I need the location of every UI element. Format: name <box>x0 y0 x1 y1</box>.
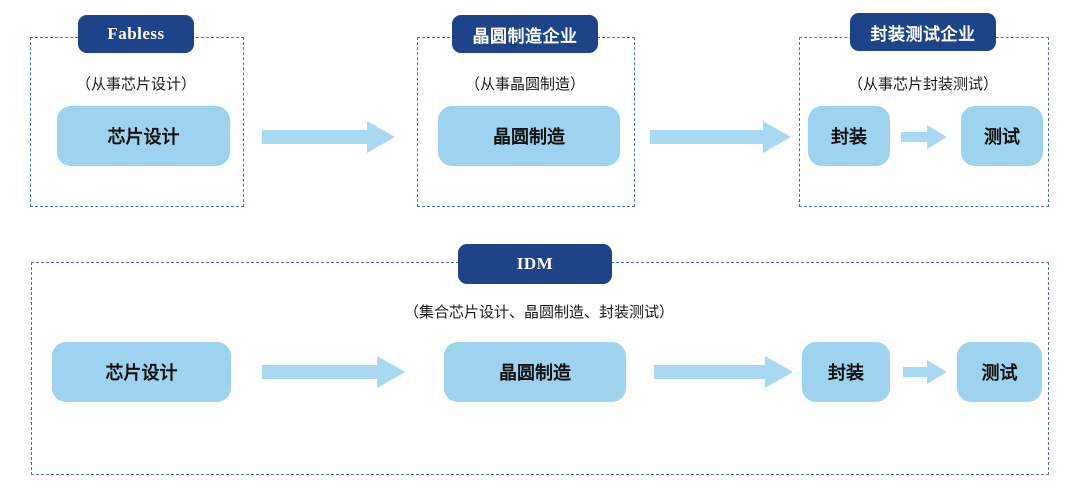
step-wafer-fab-top: 晶圆制造 <box>438 106 620 166</box>
step-chip-design-top: 芯片设计 <box>57 106 230 166</box>
step-chip-design-bottom: 芯片设计 <box>52 342 231 402</box>
step-testing-bottom: 测试 <box>957 342 1042 402</box>
flow-arrow-icon <box>262 356 405 388</box>
flow-arrow-icon <box>262 121 395 153</box>
step-testing-top: 测试 <box>961 106 1043 166</box>
foundry-header: 晶圆制造企业 <box>452 15 598 53</box>
flow-arrow-icon <box>650 121 791 153</box>
osat-header: 封装测试企业 <box>850 13 996 51</box>
fabless-header: Fabless <box>78 15 194 53</box>
foundry-subtitle: （从事晶圆制造） <box>464 76 585 93</box>
step-packaging-top: 封装 <box>808 106 890 166</box>
osat-subtitle: （从事芯片封装测试） <box>847 76 998 93</box>
step-wafer-fab-bottom: 晶圆制造 <box>444 342 626 402</box>
fabless-subtitle: （从事芯片设计） <box>75 76 196 93</box>
step-packaging-bottom: 封装 <box>802 342 890 402</box>
flow-arrow-small-icon <box>903 358 947 386</box>
idm-subtitle: （集合芯片设计、晶圆制造、封装测试） <box>403 304 674 321</box>
idm-header: IDM <box>458 244 612 284</box>
flow-arrow-icon <box>654 356 793 388</box>
flow-arrow-small-icon <box>901 123 947 151</box>
